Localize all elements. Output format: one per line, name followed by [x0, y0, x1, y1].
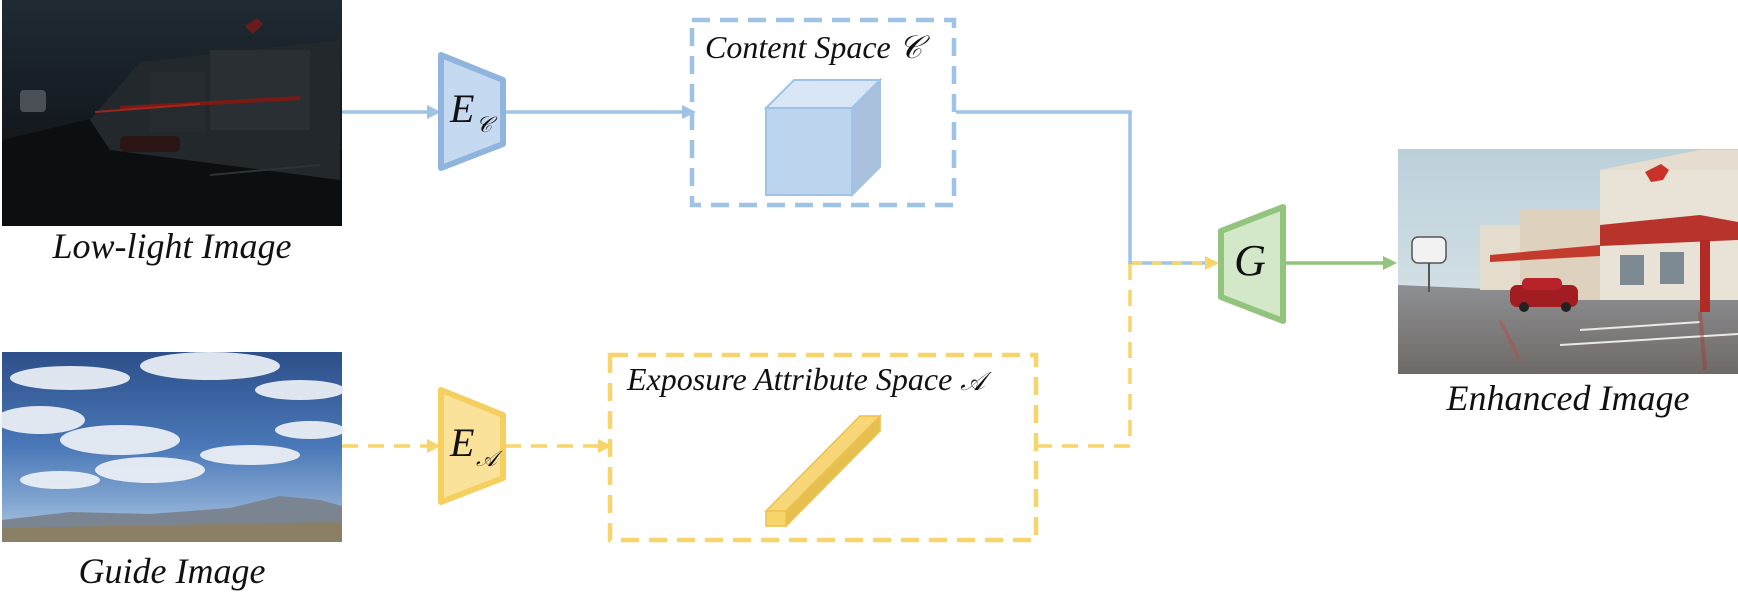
content-encoder	[438, 52, 506, 171]
content-encoder-letter: E	[449, 86, 474, 131]
guide-caption: Guide Image	[79, 551, 266, 591]
attribute-encoder-letter: E	[449, 420, 474, 465]
low-light-caption: Low-light Image	[52, 226, 292, 266]
content-space-box	[689, 17, 957, 208]
generator	[1218, 204, 1286, 324]
content-path-arrows	[342, 110, 1205, 265]
enhanced-caption: Enhanced Image	[1446, 378, 1690, 418]
guide-image	[0, 352, 345, 542]
content-cube-icon	[763, 77, 883, 198]
attribute-path-arrows	[342, 263, 1132, 448]
generator-label: G	[1234, 236, 1266, 285]
enhanced-image	[1398, 149, 1738, 374]
attribute-arrowheads	[427, 256, 1219, 453]
output-arrowhead	[1383, 256, 1397, 270]
attribute-encoder	[438, 387, 506, 505]
low-light-image	[2, 0, 342, 226]
attribute-space-box	[607, 352, 1039, 543]
attribute-bar-icon	[764, 414, 882, 528]
content-arrowheads	[427, 105, 696, 119]
